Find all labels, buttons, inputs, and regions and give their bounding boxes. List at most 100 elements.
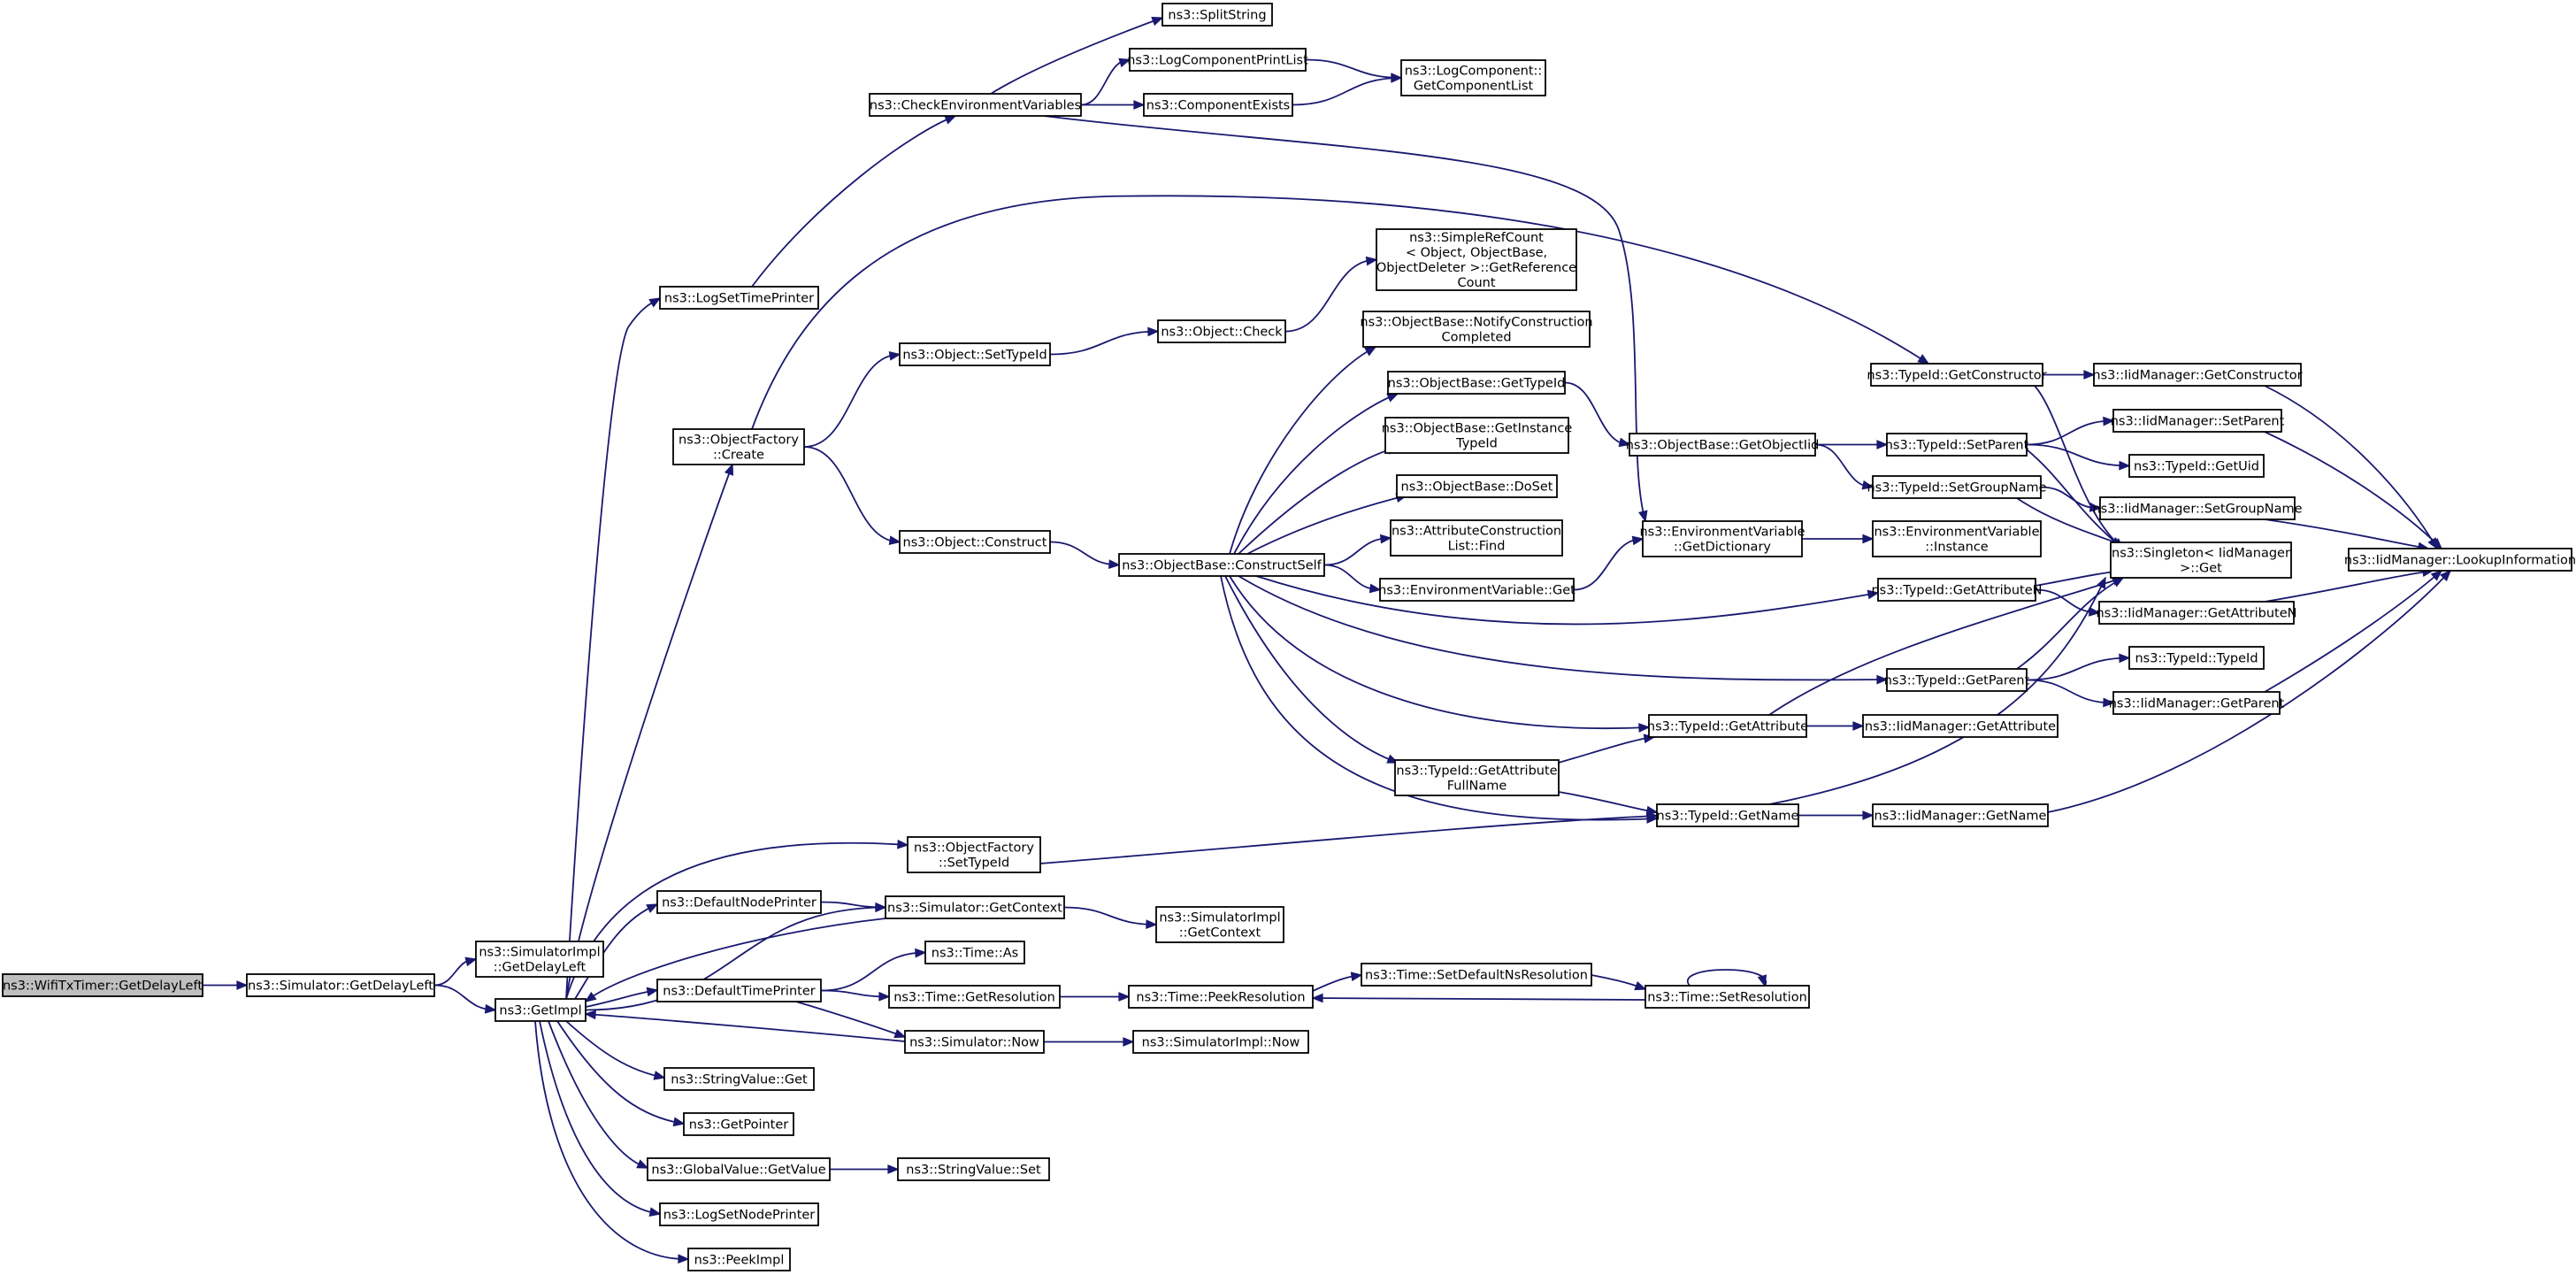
node-timeGetResolution[interactable]: ns3::Time::GetResolution xyxy=(888,985,1061,1009)
node-tidGetUid[interactable]: ns3::TypeId::GetUid xyxy=(2128,454,2265,478)
edge-obGetObjectIid-to-tidSetGroupName xyxy=(1814,443,1874,490)
node-label: ns3::TypeId::SetParent xyxy=(1885,439,2029,453)
node-tidGetConstructor[interactable]: ns3::TypeId::GetConstructor xyxy=(1867,363,2047,387)
node-simImplGetContext[interactable]: ns3::SimulatorImpl::GetContext xyxy=(1155,906,1284,943)
edge-envVarGetDict-to-envVarInstance xyxy=(1801,534,1874,544)
edge-getImpl-to-objFactoryCreate xyxy=(565,463,734,1000)
node-iidGetParent[interactable]: ns3::IidManager::GetParent xyxy=(2109,691,2285,715)
node-label: ns3::EnvironmentVariable xyxy=(1874,526,2039,540)
node-defaultTimePrinter[interactable]: ns3::DefaultTimePrinter xyxy=(656,979,822,1002)
edge-checkEnv-to-logCompPrintList xyxy=(1080,58,1131,106)
node-obGetTypeId[interactable]: ns3::ObjectBase::GetTypeId xyxy=(1387,371,1566,395)
node-iidGetConstructor[interactable]: ns3::IidManager::GetConstructor xyxy=(2092,363,2303,387)
node-label: < Object, ObjectBase, xyxy=(1406,246,1547,260)
edge-getImpl-to-defaultTimePrinter xyxy=(585,987,659,1008)
node-tidGetName[interactable]: ns3::TypeId::GetName xyxy=(1656,803,1799,827)
node-label: ns3::IidManager::GetAttribute xyxy=(1865,720,2056,734)
node-objFactorySetTypeId[interactable]: ns3::ObjectFactory::SetTypeId xyxy=(907,836,1041,873)
edge-componentExists-to-logCompGetList xyxy=(1292,73,1403,106)
node-label: ns3::IidManager::SetGroupName xyxy=(2092,503,2302,517)
node-objSetTypeId[interactable]: ns3::Object::SetTypeId xyxy=(899,342,1051,366)
node-globalValueGetValue[interactable]: ns3::GlobalValue::GetValue xyxy=(647,1157,831,1181)
node-obDoSet[interactable]: ns3::ObjectBase::DoSet xyxy=(1396,474,1558,498)
node-tidSetGroupName[interactable]: ns3::TypeId::SetGroupName xyxy=(1867,475,2047,499)
edge-simGetDelayLeft-to-getImpl xyxy=(433,984,497,1014)
edge-tidSetParent-to-tidGetUid xyxy=(2026,443,2131,471)
node-constructSelf[interactable]: ns3::ObjectBase::ConstructSelf xyxy=(1118,553,1325,577)
node-label: ns3::TypeId::GetAttribute xyxy=(1396,764,1557,779)
node-root[interactable]: ns3::WifiTxTimer::GetDelayLeft xyxy=(2,973,203,997)
edge-constructSelf-to-attrConstrFind xyxy=(1323,534,1392,566)
edge-tidGetAttributeN-to-iidGetAttributeN xyxy=(2035,588,2101,617)
node-iidSetGroupName[interactable]: ns3::IidManager::SetGroupName xyxy=(2092,496,2303,520)
node-label: ns3::IidManager::GetAttributeN xyxy=(2096,607,2296,621)
node-simNow[interactable]: ns3::Simulator::Now xyxy=(904,1030,1045,1054)
node-logSetNodePrinter[interactable]: ns3::LogSetNodePrinter xyxy=(659,1202,819,1226)
node-timePeekResolution[interactable]: ns3::Time::PeekResolution xyxy=(1128,985,1314,1009)
node-timeSetDefaultNs[interactable]: ns3::Time::SetDefaultNsResolution xyxy=(1361,963,1592,987)
node-tidGetParent[interactable]: ns3::TypeId::GetParent xyxy=(1884,668,2030,692)
node-simpleRefCount[interactable]: ns3::SimpleRefCount< Object, ObjectBase,… xyxy=(1376,228,1577,291)
node-label: ns3::Singleton< IidManager xyxy=(2112,547,2290,561)
node-iidGetAttribute[interactable]: ns3::IidManager::GetAttribute xyxy=(1862,714,2058,738)
node-label: ::GetDelayLeft xyxy=(494,961,586,975)
node-label: ns3::SimpleRefCount xyxy=(1409,231,1544,245)
node-tidSetParent[interactable]: ns3::TypeId::SetParent xyxy=(1885,433,2029,457)
node-getPointer[interactable]: ns3::GetPointer xyxy=(683,1112,794,1136)
node-label: ns3::Time::GetResolution xyxy=(893,991,1055,1005)
node-defaultNodePrinter[interactable]: ns3::DefaultNodePrinter xyxy=(656,890,822,914)
node-label: ns3::GetImpl xyxy=(499,1004,581,1018)
node-checkEnv[interactable]: ns3::CheckEnvironmentVariables xyxy=(869,93,1082,117)
node-objConstruct[interactable]: ns3::Object::Construct xyxy=(899,530,1051,554)
node-simGetDelayLeft[interactable]: ns3::Simulator::GetDelayLeft xyxy=(246,973,435,997)
node-notifyConstruction[interactable]: ns3::ObjectBase::NotifyConstructionCompl… xyxy=(1360,311,1593,348)
node-label: ns3::Time::SetDefaultNsResolution xyxy=(1365,969,1588,983)
node-simImplGetDelayLeft[interactable]: ns3::SimulatorImpl::GetDelayLeft xyxy=(475,941,604,978)
node-singletonGet[interactable]: ns3::Singleton< IidManager >::Get xyxy=(2110,541,2292,579)
node-label: ::Create xyxy=(713,449,764,463)
node-envVarInstance[interactable]: ns3::EnvironmentVariable::Instance xyxy=(1872,520,2042,557)
node-tidGetAttribute[interactable]: ns3::TypeId::GetAttribute xyxy=(1647,714,1808,738)
node-label: ns3::Object::Construct xyxy=(903,536,1047,550)
node-label: ns3::TypeId::GetName xyxy=(1657,810,1799,824)
node-envVarGet[interactable]: ns3::EnvironmentVariable::Get xyxy=(1378,578,1576,602)
edge-defaultTimePrinter-to-timeAs xyxy=(820,948,927,992)
node-envVarGetDict[interactable]: ns3::EnvironmentVariable::GetDictionary xyxy=(1639,520,1806,557)
node-tidTypeId[interactable]: ns3::TypeId::TypeId xyxy=(2128,646,2265,670)
node-splitString[interactable]: ns3::SplitString xyxy=(1162,3,1273,27)
node-stringValueGet[interactable]: ns3::StringValue::Get xyxy=(663,1067,815,1091)
node-label: ns3::ObjectBase::GetTypeId xyxy=(1388,377,1566,391)
node-peekImpl[interactable]: ns3::PeekImpl xyxy=(687,1248,791,1271)
node-logCompGetList[interactable]: ns3::LogComponent::GetComponentList xyxy=(1400,59,1546,96)
node-iidGetName[interactable]: ns3::IidManager::GetName xyxy=(1872,803,2049,827)
node-label: TypeId xyxy=(1455,437,1498,451)
edge-tidGetConstructor-to-iidGetConstructor xyxy=(2043,370,2096,380)
node-obGetObjectIid[interactable]: ns3::ObjectBase::GetObjectIid xyxy=(1626,433,1820,457)
node-label: ns3::Time::SetResolution xyxy=(1647,991,1807,1005)
node-objCheck[interactable]: ns3::Object::Check xyxy=(1157,319,1286,343)
node-logSetTimePrinter[interactable]: ns3::LogSetTimePrinter xyxy=(659,286,819,310)
node-tidGetAttributeN[interactable]: ns3::TypeId::GetAttributeN xyxy=(1871,578,2043,602)
edge-root-to-simGetDelayLeft xyxy=(202,980,249,990)
edge-constructSelf-to-obGetInstanceTypeId xyxy=(1238,445,1399,555)
node-logCompPrintList[interactable]: ns3::LogComponentPrintList xyxy=(1127,48,1308,72)
node-iidGetAttributeN[interactable]: ns3::IidManager::GetAttributeN xyxy=(2096,601,2297,625)
node-timeSetResolution[interactable]: ns3::Time::SetResolution xyxy=(1644,985,1810,1009)
edge-constructSelf-to-tidGetAttribute xyxy=(1229,575,1651,733)
edge-constructSelf-to-tidGetAttributeN xyxy=(1255,575,1880,626)
node-timeAs[interactable]: ns3::Time::As xyxy=(924,941,1025,964)
edge-checkEnv-to-splitString xyxy=(990,16,1164,95)
node-label: ns3::SimulatorImpl xyxy=(1159,911,1280,926)
node-label: ns3::LogComponentPrintList xyxy=(1127,54,1308,68)
node-iidSetParent[interactable]: ns3::IidManager::SetParent xyxy=(2111,409,2285,433)
node-componentExists[interactable]: ns3::ComponentExists xyxy=(1143,93,1293,117)
node-stringValueSet[interactable]: ns3::StringValue::Set xyxy=(897,1157,1050,1181)
node-objFactoryCreate[interactable]: ns3::ObjectFactory::Create xyxy=(672,428,805,465)
node-simImplNow[interactable]: ns3::SimulatorImpl::Now xyxy=(1132,1030,1309,1054)
node-getImpl[interactable]: ns3::GetImpl xyxy=(494,998,586,1022)
node-simGetContext[interactable]: ns3::Simulator::GetContext xyxy=(885,895,1065,919)
node-iidLookup[interactable]: ns3::IidManager::LookupInformation xyxy=(2344,548,2576,572)
